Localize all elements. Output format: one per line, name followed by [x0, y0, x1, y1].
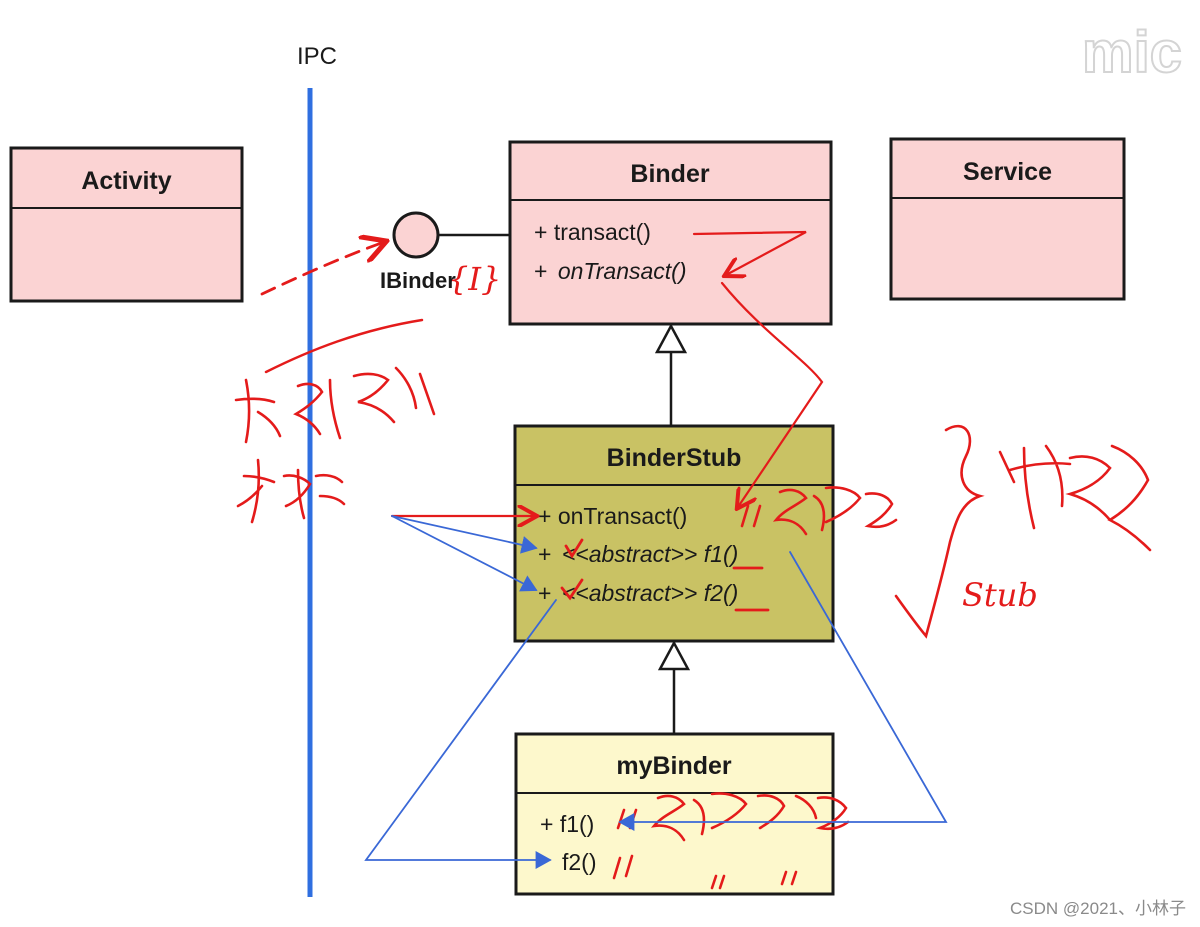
- blue-arrow-f1: [391, 515, 538, 554]
- inherit-arrow-stub-binder: [654, 323, 688, 354]
- red-note-right: [998, 444, 1152, 552]
- binder-method-ontransact: + onTransact(): [534, 258, 687, 284]
- service-box: [889, 137, 1126, 301]
- ibinder-label: IBinder: [380, 268, 456, 293]
- red-note-left-row2: [236, 458, 346, 524]
- class-mybinder[interactable]: myBinder + f1() f2(): [514, 732, 835, 896]
- service-title: Service: [963, 158, 1052, 186]
- red-note-left-row1: [234, 366, 436, 444]
- class-activity[interactable]: Activity: [9, 146, 244, 303]
- binderstub-method-ontransact: + onTransact(): [538, 503, 687, 529]
- binder-method-transact: + transact(): [534, 219, 651, 245]
- class-binderstub[interactable]: BinderStub + onTransact() + <<abstract>>…: [513, 424, 835, 643]
- corner-brand: mic: [1082, 20, 1182, 85]
- red-ditto-marks: [612, 854, 798, 890]
- ibinder-interface: IBinder: [380, 211, 510, 293]
- activity-box: [9, 146, 244, 303]
- red-brace: [894, 424, 985, 639]
- binder-title: Binder: [630, 160, 709, 188]
- red-stub-word: Stub: [962, 576, 1038, 614]
- binderstub-method-f1: + <<abstract>> f1(): [538, 541, 738, 567]
- binderstub-method-f2: + <<abstract>> f2(): [538, 580, 738, 606]
- red-dashed-arrow: [260, 242, 384, 296]
- blue-arrow-to-mybinder-f1: [618, 551, 948, 831]
- red-arrow-ontransact: [720, 281, 824, 507]
- mybinder-title: myBinder: [616, 752, 732, 780]
- red-note-near-ontransact: [740, 486, 898, 536]
- mybinder-box: [514, 732, 835, 896]
- lollipop-circle: [392, 211, 440, 259]
- watermark: CSDN @2021、小林子: [1010, 899, 1186, 918]
- red-interface-mark: {I}: [448, 260, 501, 298]
- ipc-label: IPC: [297, 43, 337, 70]
- activity-title: Activity: [81, 167, 171, 195]
- blue-arrow-f2: [391, 515, 538, 592]
- mybinder-method-f1: + f1(): [540, 811, 594, 837]
- red-sweep-stroke: [264, 318, 424, 374]
- class-binder[interactable]: Binder + transact() + onTransact(): [508, 140, 833, 326]
- red-annotations: [234, 230, 1152, 890]
- binderstub-box: [513, 424, 835, 643]
- blue-annotations: [364, 515, 948, 869]
- red-arrow-transact: [692, 230, 807, 275]
- inherit-arrow-my-stub: [657, 640, 691, 671]
- mybinder-method-f2: f2(): [562, 849, 597, 875]
- blue-arrow-to-mybinder-f2: [364, 599, 557, 869]
- binderstub-title: BinderStub: [607, 444, 742, 472]
- red-check-marks: [560, 538, 584, 601]
- class-service[interactable]: Service: [889, 137, 1126, 301]
